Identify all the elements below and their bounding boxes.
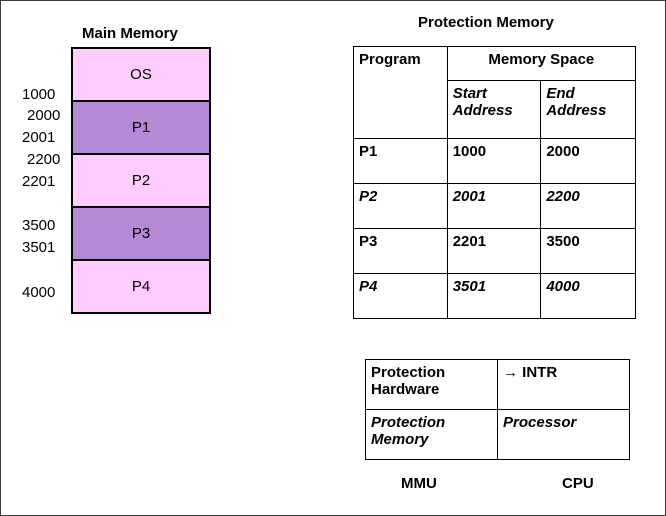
row-program: P1 <box>353 138 448 184</box>
row-start: 2201 <box>446 228 542 274</box>
address-label: 1000 <box>22 86 56 103</box>
row-end: 2000 <box>540 138 636 184</box>
row-start: 2001 <box>446 183 542 229</box>
header-end-address: End Address <box>540 80 636 139</box>
mmu-label: MMU <box>401 475 437 492</box>
address-label: 2201 <box>22 173 56 190</box>
address-label: 2000 <box>27 107 61 124</box>
header-memory-space: Memory Space <box>446 46 637 81</box>
main-memory-title: Main Memory <box>82 25 178 42</box>
address-label: 2200 <box>27 151 61 168</box>
cpu-label: CPU <box>562 475 594 492</box>
memory-segment-p1: P1 <box>71 100 211 155</box>
protection-memory-title: Protection Memory <box>418 14 554 31</box>
main-memory-stack: OS P1 P2 P3 P4 <box>71 47 211 314</box>
memory-segment-p3: P3 <box>71 206 211 261</box>
row-start: 1000 <box>446 138 542 184</box>
protection-memory-table: Program Memory Space Start Address End A… <box>353 46 637 319</box>
protection-memory-cell: Protection Memory <box>365 409 498 460</box>
row-start: 3501 <box>446 273 542 319</box>
header-start-address: Start Address <box>446 80 542 139</box>
address-label: 3501 <box>22 239 56 256</box>
address-label: 4000 <box>22 284 56 301</box>
memory-segment-os: OS <box>71 47 211 102</box>
row-program: P3 <box>353 228 448 274</box>
row-end: 3500 <box>540 228 636 274</box>
intr-cell: → INTR <box>497 359 630 410</box>
protection-hardware-cell: Protection Hardware <box>365 359 498 410</box>
memory-segment-p4: P4 <box>71 259 211 314</box>
row-end: 4000 <box>540 273 636 319</box>
header-program: Program <box>353 46 448 139</box>
address-label: 2001 <box>22 129 56 146</box>
row-program: P2 <box>353 183 448 229</box>
processor-cell: Processor <box>497 409 630 460</box>
hardware-table: Protection Hardware → INTR Protection Me… <box>365 359 630 460</box>
memory-segment-p2: P2 <box>71 153 211 208</box>
address-label: 3500 <box>22 217 56 234</box>
row-end: 2200 <box>540 183 636 229</box>
row-program: P4 <box>353 273 448 319</box>
